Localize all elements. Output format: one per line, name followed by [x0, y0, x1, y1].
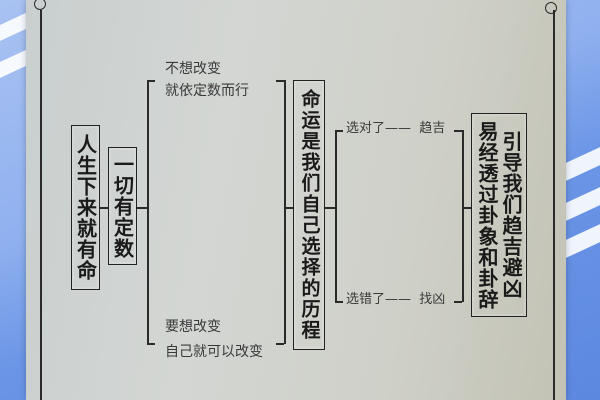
- choice-bracket-bottom: [335, 301, 343, 303]
- connector: [137, 207, 147, 209]
- center-box: 命运是我们自己选择的历程: [293, 80, 325, 350]
- bracket-bottom: [276, 343, 284, 345]
- right-frame-line: [553, 10, 555, 400]
- root-box: 人生下来就有命: [71, 125, 100, 290]
- dash: ——: [385, 121, 412, 136]
- bracket-top: [147, 80, 155, 82]
- choice-wrong-result: 找凶: [419, 292, 446, 307]
- level1-box: 一切有定数: [108, 147, 137, 265]
- choice-right-label: 选对了—— 趋吉: [346, 122, 445, 135]
- root-text: 人生下来就有命: [73, 134, 98, 281]
- choice-bracket-bottom: [454, 301, 462, 303]
- bracket-vertical: [147, 80, 149, 344]
- choice-bracket-top: [454, 130, 462, 132]
- bracket-top: [276, 80, 284, 82]
- conclusion-col1: 引导我们趋吉避凶: [499, 131, 523, 299]
- left-frame-line: [40, 10, 42, 400]
- conclusion-col2: 易经透过卦象和卦辞: [475, 120, 499, 310]
- center-text: 命运是我们自己选择的历程: [298, 89, 321, 341]
- connector: [100, 207, 108, 209]
- book-page: 人生下来就有命 一切有定数 不想改变 就依定数而行 要想改变 自己就可以改变 命…: [26, 0, 566, 400]
- connector: [284, 207, 293, 209]
- choice-bracket-top: [335, 130, 343, 132]
- connector: [325, 207, 335, 209]
- choice-wrong-text: 选错了: [346, 292, 386, 307]
- level1-text: 一切有定数: [110, 153, 135, 259]
- right-curl-ornament: [545, 2, 557, 14]
- connector: [462, 207, 471, 209]
- dash: ——: [385, 292, 412, 307]
- choice-bracket-vertical: [462, 130, 464, 302]
- bottom-branch-line2: 自己就可以改变: [165, 344, 263, 360]
- bottom-branch-line1: 要想改变: [165, 319, 221, 335]
- bracket-vertical: [284, 80, 286, 344]
- bracket-bottom: [147, 343, 155, 345]
- choice-wrong-label: 选错了—— 找凶: [346, 293, 445, 306]
- choice-bracket-vertical: [335, 130, 337, 302]
- choice-right-text: 选对了: [346, 121, 386, 136]
- choice-right-result: 趋吉: [419, 121, 446, 136]
- left-curl-ornament: [34, 0, 46, 10]
- conclusion-box: 引导我们趋吉避凶 易经透过卦象和卦辞: [471, 113, 527, 317]
- top-branch-line2: 就依定数而行: [165, 83, 249, 99]
- top-branch-line1: 不想改变: [165, 61, 221, 77]
